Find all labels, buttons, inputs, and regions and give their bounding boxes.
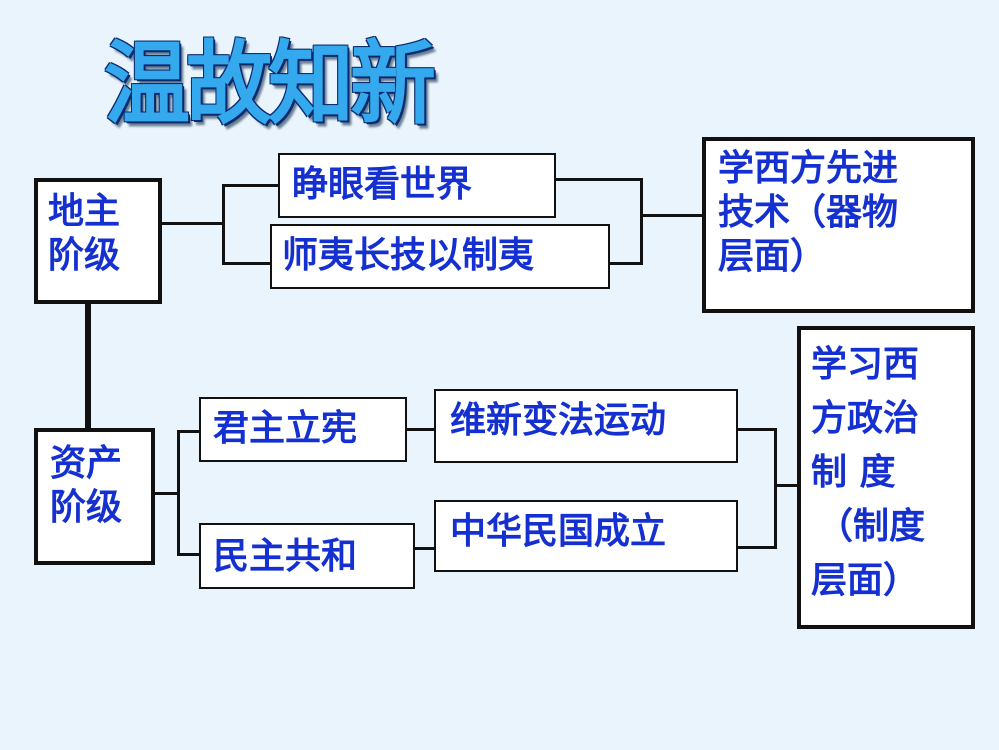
open-eyes-label: 睁眼看世界 <box>292 164 473 205</box>
connector <box>177 430 180 555</box>
connector <box>177 430 201 433</box>
connector <box>736 546 776 549</box>
connector <box>640 214 704 217</box>
constitutional-monarchy-box: 君主立宪 <box>199 397 407 462</box>
reform-movement-box: 维新变法运动 <box>434 389 738 463</box>
landlord-class-box: 地主 阶级 <box>34 178 162 304</box>
republic-label: 民主共和 <box>213 536 358 577</box>
connector <box>177 553 201 556</box>
landlord-class-line: 阶级 <box>48 235 121 276</box>
connector <box>640 178 643 265</box>
tech-result-line: 学西方先进 <box>718 148 899 189</box>
constitutional-monarchy-label: 君主立宪 <box>213 408 358 449</box>
bourgeois-class-line: 资产 <box>50 443 123 484</box>
open-eyes-box: 睁眼看世界 <box>278 153 556 218</box>
connector <box>222 184 225 264</box>
connector <box>153 492 179 495</box>
connector <box>774 428 777 549</box>
bourgeois-class-box: 资产 阶级 <box>34 428 155 565</box>
system-result-line: 学习西 <box>811 344 920 385</box>
republic-box: 民主共和 <box>199 523 415 589</box>
landlord-class-line: 地主 <box>48 191 121 232</box>
system-result-line: （制度 <box>817 506 926 547</box>
system-result-line: 方政治 <box>811 398 920 439</box>
connector <box>413 547 436 550</box>
page-title: 温故知新 <box>104 32 436 138</box>
connector <box>774 484 800 487</box>
bourgeois-class-line: 阶级 <box>50 487 123 528</box>
connector <box>222 262 272 265</box>
tech-result-line: 层面） <box>718 236 827 277</box>
connector <box>160 222 224 225</box>
tech-result-box: 学西方先进 技术（器物 层面） <box>702 137 975 313</box>
connector <box>85 302 91 430</box>
roc-founding-label: 中华民国成立 <box>450 511 667 552</box>
system-result-line: 层面） <box>811 560 920 601</box>
reform-movement-label: 维新变法运动 <box>450 400 667 441</box>
learn-foreign-label: 师夷长技以制夷 <box>282 235 535 276</box>
system-result-line: 制 度 <box>811 452 896 493</box>
connector <box>736 428 776 431</box>
connector <box>222 184 280 187</box>
connector <box>555 178 642 181</box>
connector <box>609 262 642 265</box>
roc-founding-box: 中华民国成立 <box>434 500 738 572</box>
connector <box>405 428 436 431</box>
system-result-box: 学习西 方政治 制 度 （制度 层面） <box>797 326 975 629</box>
tech-result-line: 技术（器物 <box>718 192 899 233</box>
learn-foreign-box: 师夷长技以制夷 <box>270 224 610 289</box>
